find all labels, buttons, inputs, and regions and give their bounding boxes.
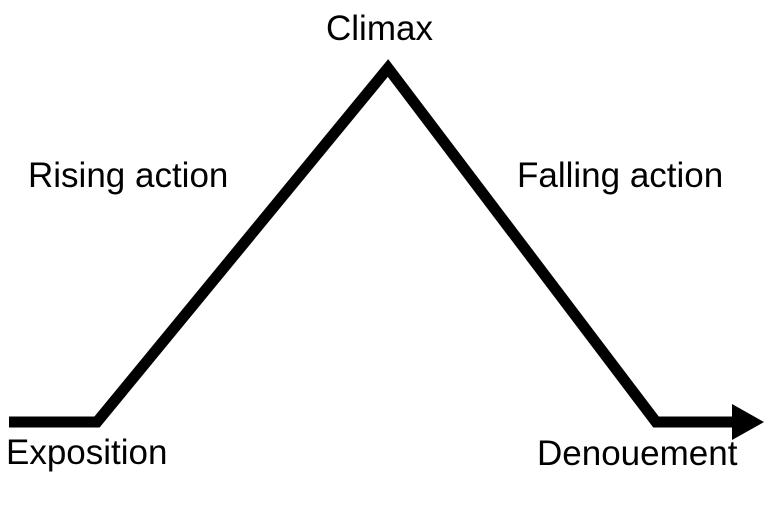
rising-action-label: Rising action <box>28 156 229 195</box>
climax-label: Climax <box>326 9 433 48</box>
falling-action-label: Falling action <box>517 156 724 195</box>
exposition-label: Exposition <box>6 433 168 472</box>
story-arc-line <box>9 59 736 428</box>
denouement-label: Denouement <box>537 434 738 473</box>
arrow-right-icon <box>732 404 764 440</box>
